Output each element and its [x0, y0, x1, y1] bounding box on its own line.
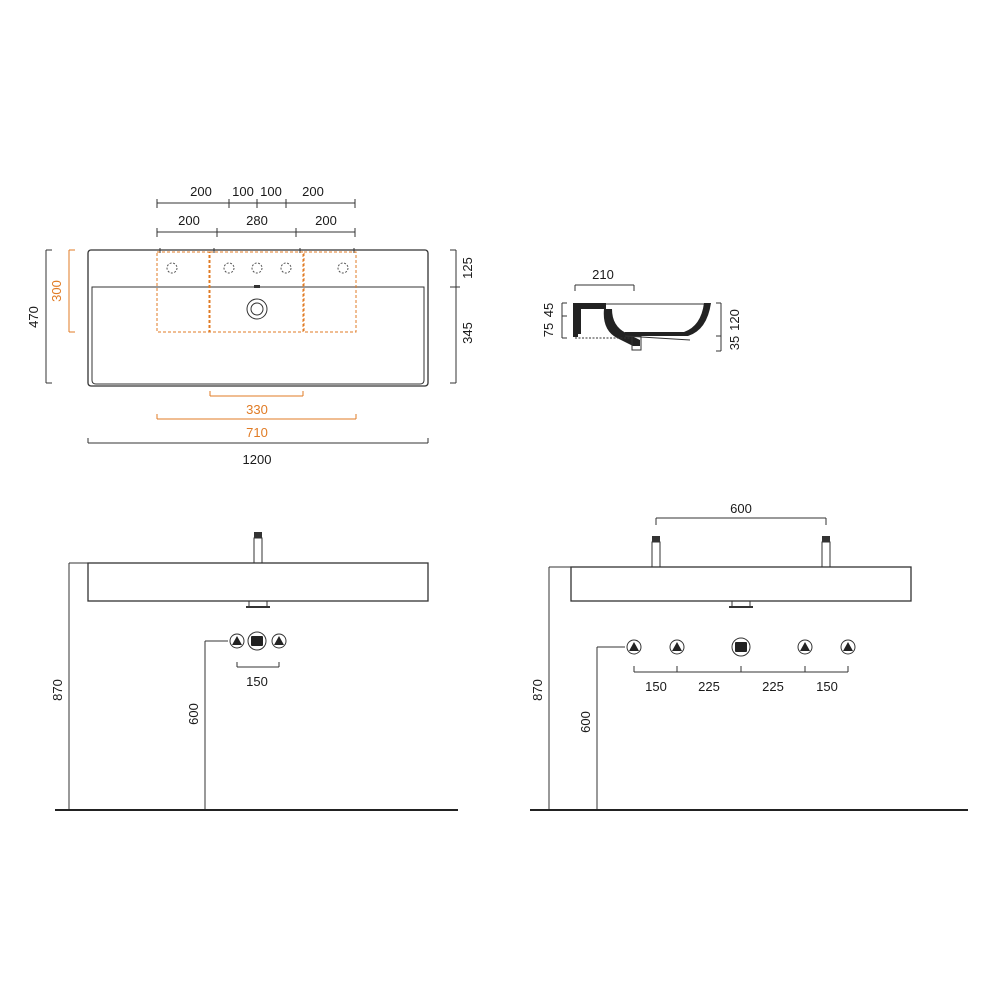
wall-outlet-height-dimension: 600: [186, 640, 228, 809]
dim-basin-depth: 345: [460, 322, 475, 344]
outlet-mixer-icon: [247, 631, 267, 651]
dim-tap-spacing: 600: [730, 501, 752, 516]
outlet-valve-icon: [840, 639, 856, 655]
outlet-spacing-dimensions: 150 225 225 150: [633, 666, 849, 694]
dim-row1-100-left: 100: [232, 184, 254, 199]
tap-hole-marker: [280, 262, 292, 274]
tap-hole-marker: [166, 262, 178, 274]
basin-section-profile: [573, 303, 711, 351]
dim-row2-200-right: 200: [315, 213, 337, 228]
dim-row2-280: 280: [246, 213, 268, 228]
rim-width-dimension: 210: [574, 267, 635, 291]
tap-hole-markers: [166, 262, 349, 274]
dim-row1-200-left: 200: [190, 184, 212, 199]
tap-hole-marker: [337, 262, 349, 274]
tap-spacing-dimension: 600: [655, 501, 827, 525]
cabinet-depth-dimension: 300: [49, 249, 75, 333]
outlet-valve-icon: [626, 639, 642, 655]
dim-section-left-large: 75: [541, 323, 556, 337]
cabinet-width-dimension: 710: [156, 414, 357, 440]
dim-section-left-small: 45: [541, 303, 556, 317]
drain-zone-width-dimension: 330: [209, 391, 304, 417]
outlet-spacing-dimension: 150: [236, 662, 280, 689]
tap-hole-marker: [251, 262, 263, 274]
dim-section-right-small: 35: [727, 336, 742, 350]
overall-width-dimension: 1200: [87, 438, 429, 467]
rim-height-dimension: 870: [530, 566, 571, 809]
drain-icon: [246, 285, 268, 320]
dim-outlet-spacing: 150: [246, 674, 268, 689]
dim-cabinet-depth: 300: [49, 280, 64, 302]
dim-wall-outlet-height: 600: [578, 711, 593, 733]
section-left-dimensions: 45 75: [541, 302, 567, 339]
cabinet-zone-center: [209, 251, 304, 333]
tap-icon: [821, 536, 831, 568]
front-view-double-tap: 600: [530, 501, 968, 811]
cabinet-zone-left: [156, 251, 210, 333]
dim-outlet-spacing-1: 150: [645, 679, 667, 694]
dim-drain-zone: 330: [246, 402, 268, 417]
outlet-valve-icon: [797, 639, 813, 655]
top-view: 200 100 100 200 200 280 200: [26, 184, 475, 467]
dim-rim-width: 210: [592, 267, 614, 282]
basin-front-outline: [87, 562, 429, 602]
dim-back-ledge: 125: [460, 257, 475, 279]
dim-outlet-spacing-4: 150: [816, 679, 838, 694]
dim-row1-200-right: 200: [302, 184, 324, 199]
basin-plan-outline: [87, 248, 429, 387]
wall-outlets: [229, 631, 287, 651]
top-hole-dimension-row-1: 200 100 100 200: [156, 184, 356, 208]
dim-overall-width: 1200: [243, 452, 272, 467]
front-view-single-tap: 150 870 600: [50, 532, 458, 811]
dim-section-right-large: 120: [727, 309, 742, 331]
dim-rim-height: 870: [50, 679, 65, 701]
outlet-valve-icon: [271, 633, 287, 649]
section-view: 210 45 75 120 35: [541, 267, 742, 352]
dim-rim-height: 870: [530, 679, 545, 701]
dim-outlet-spacing-3: 225: [762, 679, 784, 694]
wall-outlets: [626, 637, 856, 657]
overall-depth-dimension: 470: [26, 249, 52, 384]
dim-outlet-spacing-2: 225: [698, 679, 720, 694]
section-right-dimensions: 120 35: [716, 302, 742, 352]
dim-row1-100-right: 100: [260, 184, 282, 199]
outlet-valve-icon: [229, 633, 245, 649]
outlet-mixer-icon: [731, 637, 751, 657]
wall-outlet-height-dimension: 600: [578, 646, 625, 809]
dim-wall-outlet-height: 600: [186, 703, 201, 725]
tap-hole-marker: [223, 262, 235, 274]
dim-cabinet-width: 710: [246, 425, 268, 440]
outlet-valve-icon: [669, 639, 685, 655]
tap-icon: [651, 536, 661, 568]
top-hole-dimension-row-2: 200 280 200: [156, 213, 356, 237]
rim-height-dimension: 870: [50, 562, 88, 809]
dim-row2-200-left: 200: [178, 213, 200, 228]
basin-front-outline: [570, 566, 912, 602]
dim-overall-depth: 470: [26, 306, 41, 328]
tap-icon: [253, 532, 263, 564]
cabinet-zone-right: [303, 251, 357, 333]
cabinet-zones-dashed: [156, 251, 357, 333]
right-depth-dimensions: 125 345: [450, 249, 475, 384]
